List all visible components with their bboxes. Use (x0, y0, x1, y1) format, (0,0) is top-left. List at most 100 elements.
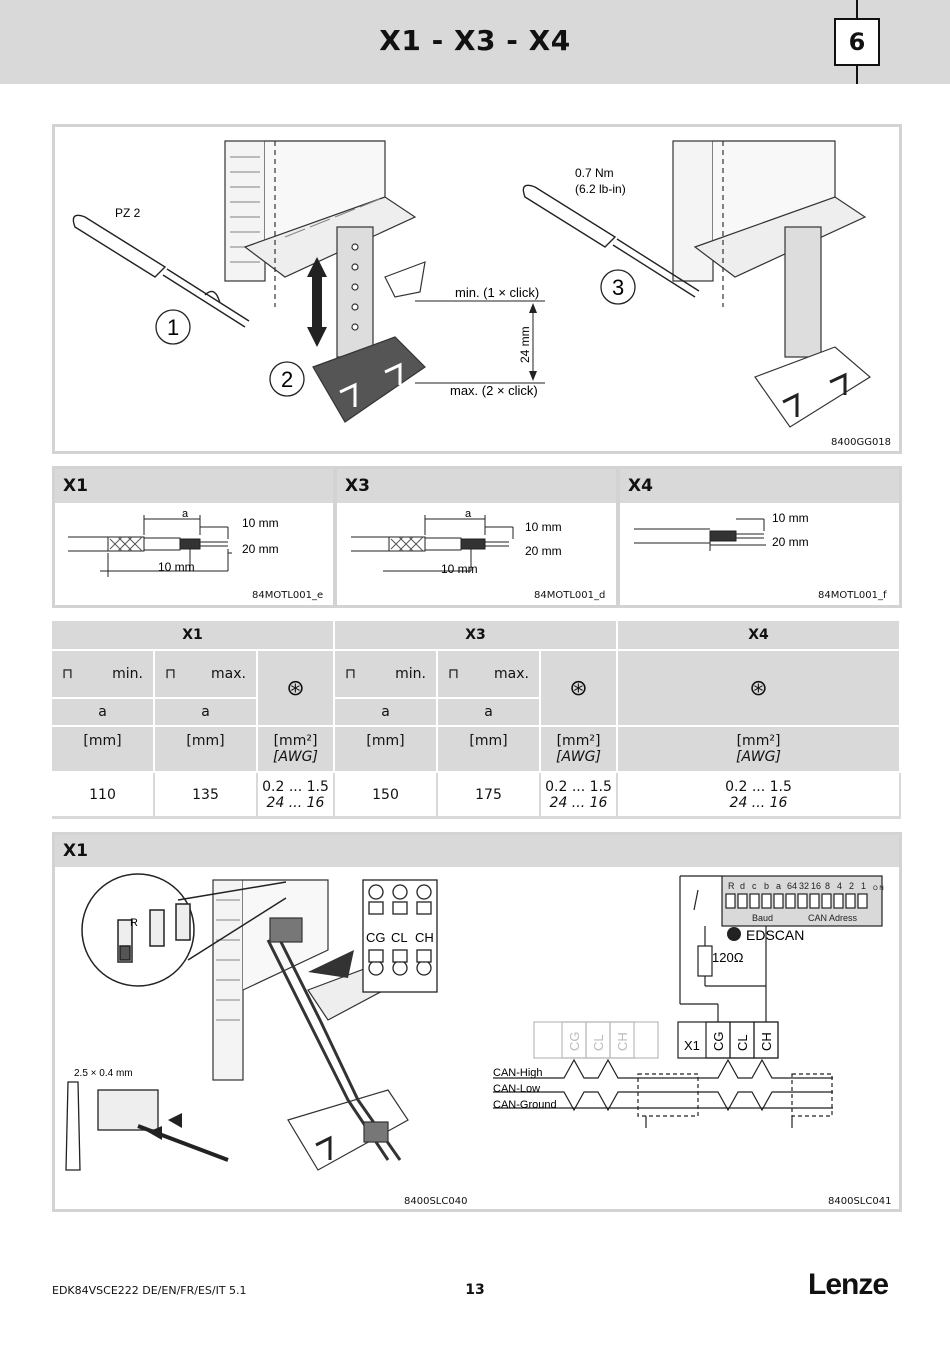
dip-c: c (752, 881, 757, 891)
x1-min-value: 110 (52, 773, 155, 819)
x3-max-header: ⊓max. (438, 651, 541, 699)
edscan-icon (727, 927, 741, 941)
prev-pin-cl: CL (591, 1034, 606, 1051)
divider (616, 469, 620, 605)
baud-label: Baud (752, 913, 773, 923)
chapter-marker-line (856, 66, 858, 84)
x1-pin-ch: CH (759, 1032, 774, 1051)
x3-min-value: 150 (335, 773, 438, 819)
page-title: X1 - X3 - X4 (379, 24, 571, 57)
blade-size-label: 2.5 × 0.4 mm (74, 1068, 133, 1079)
can-low-label: CAN-Low (493, 1083, 540, 1095)
cable-x4-title: X4 (620, 469, 899, 503)
torque-nm: 0.7 Nm (575, 166, 614, 180)
dip-b: b (764, 881, 769, 891)
step-2: 2 (281, 367, 293, 392)
step-1: 1 (167, 315, 179, 340)
x4-d1: 10 mm (772, 511, 809, 525)
divider (333, 469, 337, 605)
x3-max-unit: [mm] (438, 727, 541, 773)
can-figure-code-right: 8400SLC041 (828, 1196, 892, 1207)
x1-d1: 10 mm (242, 516, 279, 530)
terminal-icon: ⊓ (62, 666, 73, 682)
x4-cs-unit: [mm²][AWG] (618, 727, 901, 773)
cable-x3-title: X3 (337, 469, 616, 503)
wire-cross-section-icon: ⊛ (258, 651, 335, 727)
x1-max-a: a (155, 699, 258, 727)
cable-x4-code: 84MOTL001_f (818, 590, 887, 601)
x1-cs-unit: [mm²][AWG] (258, 727, 335, 773)
x3-d3: 10 mm (441, 562, 478, 576)
table-group-x1: X1 (52, 621, 335, 651)
mounting-illustration: PZ 2 1 2 3 min. (1 × click) max. (2 × cl… (72, 140, 872, 428)
x1-max-unit: [mm] (155, 727, 258, 773)
terminal-icon: ⊓ (345, 666, 356, 682)
max-click-label: max. (2 × click) (450, 383, 538, 398)
wire-cross-section-icon: ⊛ (541, 651, 618, 727)
x3-min-header: ⊓min. (335, 651, 438, 699)
x3-d2: 20 mm (525, 544, 562, 558)
chapter-number: 6 (834, 18, 880, 66)
x1-min-header: ⊓min. (52, 651, 155, 699)
pz-label: PZ 2 (115, 206, 141, 220)
x1-d2: 20 mm (242, 542, 279, 556)
dip-8: 8 (825, 881, 830, 891)
x3-max-value: 175 (438, 773, 541, 819)
x1-a-label: a (182, 508, 189, 520)
page-header: X1 - X3 - X4 (0, 0, 950, 84)
x1-min-a: a (52, 699, 155, 727)
lenze-logo: Lenze (808, 1268, 889, 1301)
x3-min-a: a (335, 699, 438, 727)
dip-16: 16 (811, 881, 821, 891)
dip-4: 4 (837, 881, 842, 891)
cable-x3-drawing: a 10 mm 20 mm 10 mm (351, 508, 562, 576)
distance-label: 24 mm (518, 326, 532, 363)
can-ground-label: CAN-Ground (493, 1099, 557, 1111)
dip-on: O N (873, 886, 884, 892)
x3-d1: 10 mm (525, 520, 562, 534)
edscan-label: EDSCAN (746, 927, 804, 943)
x1-pin-cl: CL (735, 1034, 750, 1051)
terminal-icon: ⊓ (165, 666, 176, 682)
can-figure-code-left: 8400SLC040 (404, 1196, 468, 1207)
wire-cross-section-icon: ⊛ (618, 651, 901, 727)
cable-x1-title: X1 (55, 469, 333, 503)
x3-min-unit: [mm] (335, 727, 438, 773)
dip-2: 2 (849, 881, 854, 891)
dip-1: 1 (861, 881, 866, 891)
can-adress-label: CAN Adress (808, 913, 858, 923)
x3-cs-unit: [mm²][AWG] (541, 727, 618, 773)
terminal-icon: ⊓ (448, 666, 459, 682)
chapter-marker-line (856, 0, 858, 18)
dip-r: R (728, 881, 735, 891)
pin-cg: CG (366, 930, 386, 945)
cable-x3-code: 84MOTL001_d (534, 590, 606, 601)
page-number: 13 (465, 1282, 485, 1298)
prev-pin-cg: CG (567, 1032, 582, 1052)
table-group-x4: X4 (618, 621, 901, 651)
x1-connector-label: X1 (684, 1038, 700, 1053)
x3-max-a: a (438, 699, 541, 727)
x3-a-label: a (465, 508, 472, 520)
switch-r-label: R (130, 917, 138, 929)
x1-min-unit: [mm] (52, 727, 155, 773)
dip-32: 32 (799, 881, 809, 891)
pin-cl: CL (391, 930, 408, 945)
can-wiring-figure: R CG CL CH 2.5 × 0.4 mm (65, 873, 884, 1171)
can-section-title: X1 (55, 835, 899, 867)
pin-ch: CH (415, 930, 434, 945)
x1-d3: 10 mm (158, 560, 195, 574)
step-3: 3 (612, 275, 624, 300)
cable-x1-code: 84MOTL001_e (252, 590, 324, 601)
cable-x1-drawing: a 10 mm 20 mm 10 mm (68, 508, 279, 577)
dip-d: d (740, 881, 745, 891)
cable-x4-drawing: 10 mm 20 mm (634, 511, 809, 551)
dip-a: a (776, 881, 781, 891)
torque-lbin: (6.2 lb-in) (575, 182, 626, 196)
dip-64: 64 (787, 881, 797, 891)
document-id: EDK84VSCE222 DE/EN/FR/ES/IT 5.1 (52, 1284, 247, 1297)
x1-max-value: 135 (155, 773, 258, 819)
